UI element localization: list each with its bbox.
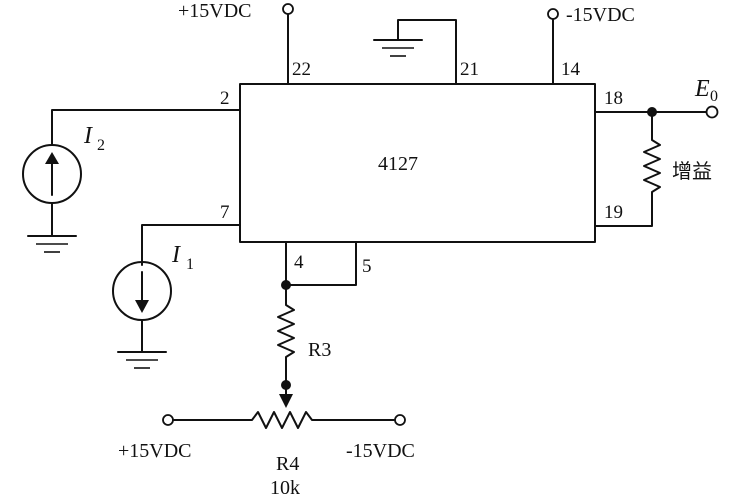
pin-14-label: 14	[561, 59, 581, 80]
pin-7-label: 7	[220, 202, 230, 223]
output-subscript: 0	[710, 88, 718, 105]
junction-r3-wiper	[281, 380, 291, 390]
terminal-bottom-negative	[394, 414, 406, 426]
pin-19-label: 19	[604, 202, 623, 223]
arrow-up-icon	[45, 152, 59, 164]
terminal-bottom-positive	[162, 414, 174, 426]
pin-4-label: 4	[294, 252, 304, 273]
chip-label: 4127	[378, 153, 418, 175]
wire-pin2	[51, 109, 241, 146]
bottom-positive-supply-label: +15VDC	[118, 440, 192, 462]
i1-subscript: 1	[186, 256, 194, 273]
terminal-top-positive	[282, 3, 294, 15]
top-positive-supply-label: +15VDC	[178, 0, 252, 22]
output-symbol: E	[694, 76, 710, 102]
terminal-top-negative	[547, 8, 559, 20]
top-negative-supply-label: -15VDC	[566, 4, 635, 26]
pin-22-label: 22	[292, 59, 311, 80]
potentiometer-r4	[172, 411, 395, 429]
gain-resistor	[594, 111, 661, 227]
i2-subscript: 2	[97, 137, 105, 154]
bottom-negative-supply-label: -15VDC	[346, 440, 415, 462]
arrow-down-icon	[135, 300, 149, 313]
i2-symbol: I	[83, 123, 93, 149]
r3-label: R3	[308, 339, 331, 361]
i1-symbol: I	[171, 242, 181, 268]
pin-2-label: 2	[220, 88, 230, 109]
pin-21-label: 21	[460, 59, 479, 80]
resistor-r3	[277, 284, 295, 405]
pin-18-label: 18	[604, 88, 623, 109]
chip-body	[239, 83, 596, 243]
r4-label: R4	[276, 453, 299, 475]
wire-pin7	[141, 224, 241, 266]
gain-resistor-label: 增益	[672, 159, 712, 183]
pin-5-label: 5	[362, 256, 372, 277]
wire-pin4-pin5	[285, 241, 357, 286]
wiper-arrow-icon	[279, 394, 293, 408]
wire-pin21-ground	[397, 19, 457, 85]
terminal-output	[705, 105, 719, 119]
r4-value: 10k	[270, 477, 300, 499]
